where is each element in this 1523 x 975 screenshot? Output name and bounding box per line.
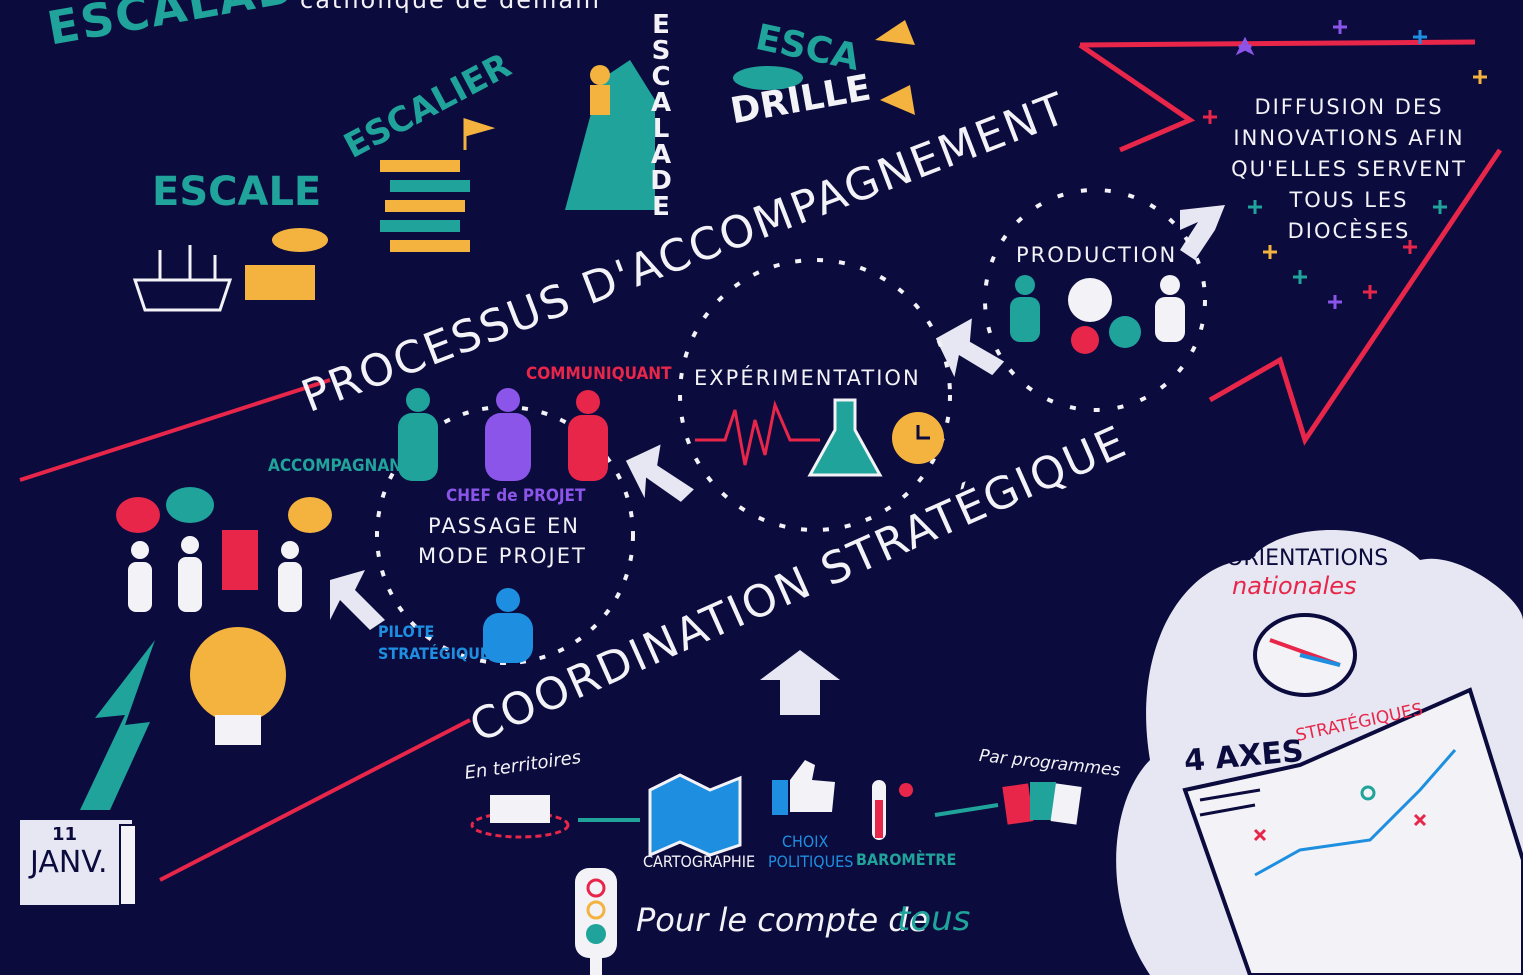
- flask-icon: [807, 398, 883, 477]
- group-people-icon: [128, 536, 302, 612]
- birds-icon: [875, 20, 915, 115]
- pour-le-compte-label: Pour le compte de: [636, 901, 929, 939]
- lightbulb-icon: [190, 627, 286, 745]
- thermometer-icon: [872, 780, 913, 840]
- lightning-arrow-icon: [80, 640, 155, 810]
- pilote-figure-icon: [483, 588, 533, 663]
- climbing-wall-icon: [565, 60, 655, 210]
- strategic-map-icon: [1182, 687, 1523, 975]
- accompagnant-figure-icon: [398, 388, 438, 481]
- stars-decoration: [1203, 20, 1487, 309]
- escale-label: ESCALE: [152, 169, 322, 215]
- production-circle: [983, 188, 1207, 412]
- tagline: catholique de demain: [300, 0, 601, 14]
- diffusion-line-1: DIFFUSION DES: [1254, 95, 1444, 119]
- mode-projet-line1: PASSAGE EN: [428, 514, 580, 538]
- flipchart-icon: [222, 530, 258, 590]
- production-worker-left-icon: [1010, 275, 1040, 342]
- barometre-label: BAROMÈTRE: [856, 850, 957, 869]
- diffusion-text: DIFFUSION DES INNOVATIONS AFIN QU'ELLES …: [1218, 92, 1480, 247]
- choix-label-line1: CHOIX: [782, 832, 829, 851]
- role-chef-projet: CHEF de PROJET: [446, 486, 586, 506]
- compass-icon: [1253, 613, 1357, 697]
- escalade-label: ESCALADE: [646, 10, 676, 218]
- orientations-label: ORIENTATIONS: [1226, 546, 1389, 571]
- role-communiquant: COMMUNIQUANT: [526, 364, 672, 384]
- red-arrow-head: [1078, 39, 1503, 446]
- calendar-icon: [20, 820, 137, 906]
- experimentation-label: EXPÉRIMENTATION: [694, 366, 921, 390]
- diffusion-line-4: TOUS LES: [1289, 188, 1409, 212]
- production-label: PRODUCTION: [1016, 243, 1178, 267]
- role-pilote-line1: PILOTE: [378, 622, 435, 641]
- cloud-icon: [733, 66, 803, 90]
- cartographie-label: CARTOGRAPHIE: [643, 852, 756, 871]
- choix-label-line2: POLITIQUES: [768, 852, 854, 871]
- double-arrow-right: [934, 803, 999, 817]
- gears-icon: [1068, 278, 1141, 354]
- map-icon: [648, 773, 742, 858]
- calendar-month: JANV.: [30, 845, 108, 880]
- traffic-light-icon: [575, 868, 617, 975]
- role-pilote-line2: STRATÉGIQUE: [378, 644, 490, 663]
- flow-arrows: [330, 205, 1225, 715]
- process-arrow-line: [19, 378, 331, 482]
- boat-icon: [132, 245, 233, 312]
- mode-projet-line2: MODE PROJET: [418, 544, 587, 568]
- diffusion-line-3: QU'ELLES SERVENT: [1231, 157, 1467, 181]
- speech-bubbles-icon: [116, 487, 332, 533]
- town-icon: [470, 795, 570, 839]
- nationales-label: nationales: [1232, 572, 1357, 600]
- chef-figure-icon: [485, 388, 531, 481]
- diffusion-line-5: DIOCÈSES: [1287, 219, 1411, 243]
- staircase-icon: [380, 117, 496, 252]
- island-icon: [245, 228, 328, 300]
- thumbs-up-icon: [772, 760, 835, 815]
- experimentation-circle: [678, 258, 952, 532]
- production-worker-right-icon: [1155, 275, 1185, 342]
- coordination-arrow-line: [159, 718, 471, 882]
- role-accompagnant: ACCOMPAGNANT: [268, 456, 413, 476]
- calendar-day: 11: [52, 824, 78, 845]
- tous-label: tous: [897, 899, 971, 939]
- communiquant-figure-icon: [568, 390, 608, 481]
- diffusion-line-2: INNOVATIONS AFIN: [1233, 126, 1465, 150]
- signal-wave-icon: [695, 399, 820, 466]
- program-cards-icon: [1002, 782, 1082, 825]
